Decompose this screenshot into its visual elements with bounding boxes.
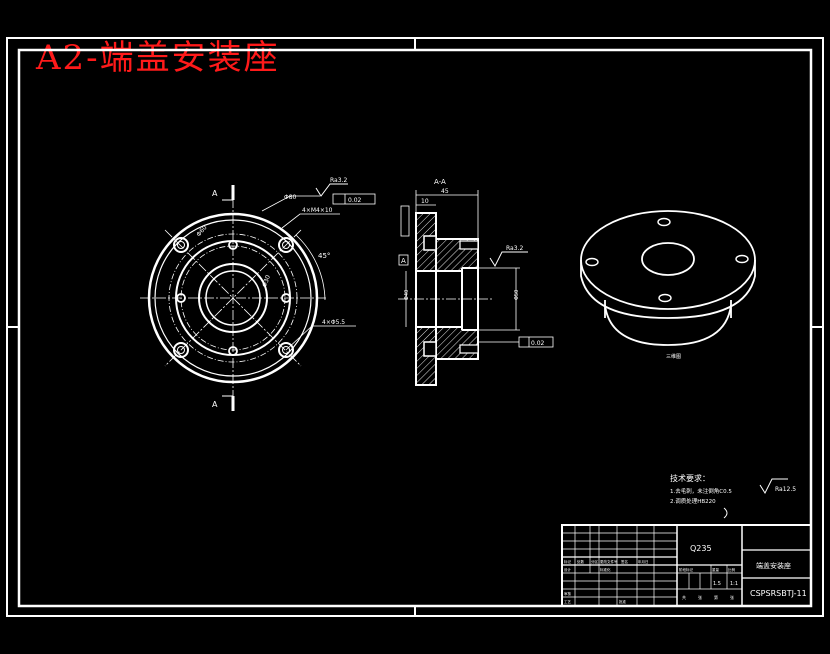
bolt-hole-inner: [177, 241, 185, 249]
tb-row-label: 设计: [564, 567, 572, 572]
iso-view: [580, 210, 756, 346]
tb-stage-label: 重量: [712, 567, 720, 572]
angle-dim-arc: [295, 234, 326, 301]
tb-row-label: 工艺: [564, 599, 572, 604]
datum-label: A: [401, 257, 406, 265]
tb-row-label: 审核: [564, 591, 572, 596]
tap-hole-top: [459, 240, 479, 250]
tb-drawing-number: CSPSRSBTJ-11: [750, 589, 807, 598]
flatness-frame-box: [332, 193, 376, 205]
bolt-hole: [278, 237, 294, 253]
tb-quantity: 1.5: [713, 581, 721, 587]
bolt-hole-inner: [177, 346, 185, 354]
tb-sheet-label: 张: [730, 594, 734, 600]
bolt-hole-inner: [282, 346, 290, 354]
centerline-diag: [164, 229, 302, 367]
section-roughness: [489, 251, 528, 268]
leader-holes: [281, 213, 340, 229]
tb-material: Q235: [690, 544, 712, 553]
tap-hole-bottom: [459, 344, 479, 354]
bolt-hole: [173, 237, 189, 253]
section-hole-top: [423, 235, 437, 251]
leader-bottom: [285, 325, 356, 351]
flatness-value: 0.02: [348, 197, 362, 204]
dim-pilot: Φ50: [514, 290, 520, 300]
iso-hole: [585, 257, 599, 267]
dim-total: 45: [441, 188, 449, 195]
tb-header-cell: 处数: [577, 559, 585, 564]
tb-header-cell: 分区: [591, 559, 599, 564]
section-view: [398, 190, 554, 386]
section-mark-bottom: A: [212, 400, 218, 409]
tb-stage-label: 比例: [728, 567, 736, 572]
tb-header-cell: 标记: [564, 559, 572, 564]
tech-heading: 技术要求：: [670, 473, 710, 483]
tb-header-cell: 签名: [621, 559, 628, 564]
roughness-symbol: [315, 183, 348, 197]
angle-dim: 45°: [318, 252, 330, 260]
tb-scale: 1:1: [730, 581, 738, 587]
section-title: A-A: [434, 178, 446, 186]
section-hole-bottom: [423, 341, 437, 357]
tb-sheet-label: 张: [698, 594, 702, 600]
tech-line-2: 2.调质处理HB220: [670, 497, 716, 505]
roughness-label: Ra3.2: [330, 177, 347, 184]
iso-caption: 三维图: [666, 353, 681, 360]
flange-bolt-holes: [173, 237, 294, 358]
section-view-labels: A-A 45 10 Φ40 Φ50 A Ra3.2 0.02: [401, 178, 545, 347]
other-roughness-bracket: [723, 507, 728, 519]
bolt-hole-inner: [282, 241, 290, 249]
iso-bore: [641, 242, 695, 276]
note-holes-top: 4×M4×10: [302, 207, 333, 214]
dim-flange: 10: [421, 198, 429, 205]
drawing-title: A2-端盖安装座: [36, 38, 280, 78]
note-holes-bottom: 4×Φ5.5: [322, 319, 345, 326]
iso-hole: [735, 254, 749, 264]
tb-part-name: 端盖安装座: [756, 561, 791, 570]
iso-hole: [657, 217, 671, 227]
tolerance-box-left: [400, 205, 410, 237]
other-roughness-symbol: [759, 478, 788, 495]
section-mark-top: A: [212, 189, 218, 198]
dim-bolt-circle: Φ60: [195, 224, 208, 238]
hatch-bottom-hub: [436, 327, 478, 359]
datum-box: [398, 254, 409, 266]
front-view-labels: A A Φ80 Φ60 Φ30 45° 4×M4×10 4×Φ5.5 Ra3.2…: [195, 177, 361, 409]
bolt-hole: [278, 342, 294, 358]
section-roughness-label: Ra3.2: [506, 245, 523, 252]
tb-sheet-label: 第: [714, 594, 718, 600]
iso-flange-top: [580, 210, 756, 310]
tb-std-label: 标准化: [600, 567, 611, 572]
bolt-hole: [173, 342, 189, 358]
sheet-frame: [6, 37, 824, 617]
dim-inner: Φ30: [261, 274, 272, 288]
tb-header-cell: 更改文件号: [600, 559, 618, 564]
runout-value: 0.02: [531, 340, 545, 347]
tb-approve-label: 批准: [619, 599, 627, 604]
other-roughness-label: Ra12.5: [775, 486, 796, 493]
tb-header-cell: 年月日: [638, 559, 649, 564]
tech-requirements: 技术要求： 1.去毛刺，未注倒角C0.5 2.调质处理HB220 Ra12.5: [670, 473, 796, 519]
front-view: [140, 183, 376, 411]
leader-top: [261, 195, 320, 212]
tb-sheet-label: 共: [682, 594, 686, 600]
dim-outer: Φ80: [284, 194, 297, 201]
iso-hub-bottom: [604, 304, 732, 346]
iso-flange-side: [580, 260, 756, 319]
tech-line-1: 1.去毛刺，未注倒角C0.5: [670, 487, 732, 495]
centerlines: [140, 198, 328, 400]
tb-stage-label: 阶段标记: [679, 567, 693, 572]
dim-bore: Φ40: [404, 290, 410, 300]
title-block-text: Q235 端盖安装座 CSPSRSBTJ-11 1.5 1:1 标记 处数 分区…: [564, 544, 807, 604]
title-block: [561, 524, 812, 607]
iso-hole: [658, 293, 672, 303]
